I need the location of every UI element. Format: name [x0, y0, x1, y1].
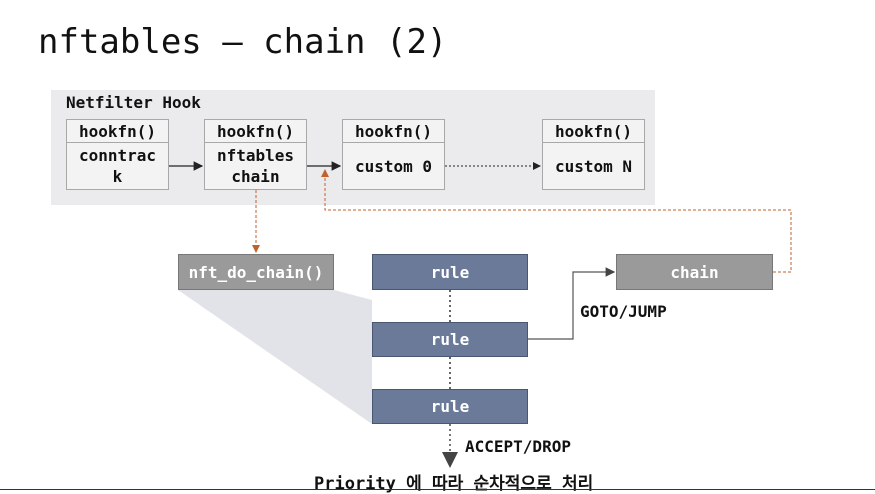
- hook-header-nftables: hookfn(): [204, 119, 307, 143]
- nft-do-chain-box: nft_do_chain(): [178, 254, 334, 290]
- accept-drop-label: ACCEPT/DROP: [465, 437, 571, 456]
- expansion-wedge: [178, 290, 372, 424]
- rule-box-1: rule: [372, 254, 528, 290]
- rule-box-2: rule: [372, 322, 528, 357]
- footer-caption: Priority 에 따라 순차적으로 처리: [314, 474, 594, 494]
- hook-body-custom-n: custom N: [542, 142, 645, 190]
- arrow-goto-jump: [528, 267, 616, 340]
- hook-body-nftables: nftables chain: [204, 142, 307, 190]
- hook-header-conntrack: hookfn(): [66, 119, 169, 143]
- rule-box-3: rule: [372, 389, 528, 424]
- hook-body-conntrack: conntrac k: [66, 142, 169, 190]
- goto-jump-label: GOTO/JUMP: [580, 302, 667, 321]
- hook-header-custom-0: hookfn(): [342, 119, 445, 143]
- slide-title: nftables – chain (2): [38, 22, 448, 62]
- netfilter-hook-label: Netfilter Hook: [66, 93, 201, 112]
- chain-box: chain: [616, 254, 773, 290]
- bottom-divider: [0, 489, 875, 490]
- arrow-chain-return: [321, 169, 792, 273]
- hook-body-custom-0: custom 0: [342, 142, 445, 190]
